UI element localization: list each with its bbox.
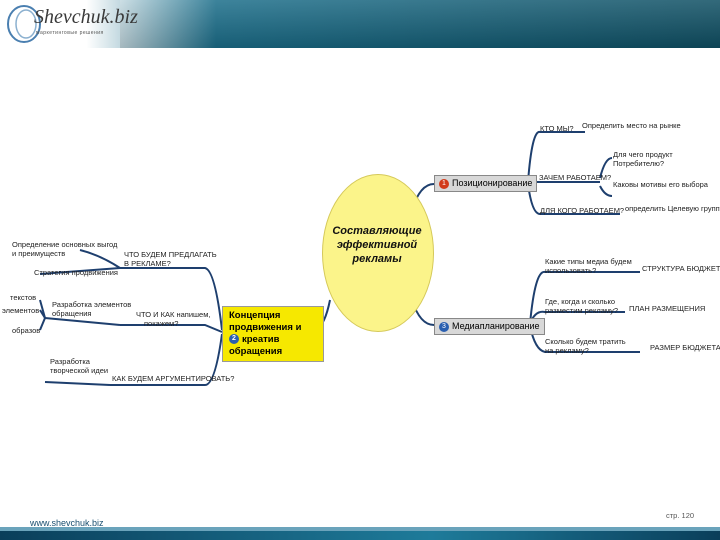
logo-subtext: маркетинговые решения xyxy=(36,30,104,36)
center-title-line: Составляющие xyxy=(332,225,422,237)
branch-line: и преимуществ xyxy=(12,249,66,258)
branch-strategy: Стратегия продвижения xyxy=(34,268,118,277)
branch-why: ЗАЧЕМ РАБОТАЕМ? xyxy=(539,173,612,182)
branch-creative: Разработка творческой идеи xyxy=(50,357,108,375)
center-title-line: рекламы xyxy=(352,253,402,265)
branch-frag-texts: текстов xyxy=(10,293,37,302)
logo-mark-icon xyxy=(7,5,41,43)
branch-what-offer: ЧТО БУДЕМ ПРЕДЛАГАТЬ В РЕКЛАМЕ? xyxy=(124,250,217,268)
branch-what-how: ЧТО И КАК напишем, покажем? xyxy=(136,310,210,328)
center-title: Составляющие эффективной рекламы xyxy=(318,224,436,266)
node-number-badge: 2 xyxy=(229,334,239,345)
branch-media-types: Какие типы медиа будем использовать? xyxy=(545,257,632,275)
branch-who-desc: Определить место на рынке xyxy=(582,121,681,130)
branch-why-desc: Для чего продукт Потребителю? xyxy=(613,150,673,168)
branch-line: обращения xyxy=(52,309,92,318)
branch-line: Разработка xyxy=(50,357,90,366)
branch-for-whom: ДЛЯ КОГО РАБОТАЕМ? xyxy=(540,206,625,215)
center-oval xyxy=(322,174,434,332)
node-number-badge: 1 xyxy=(439,178,449,189)
branch-line: В РЕКЛАМЕ? xyxy=(124,259,171,268)
branch-how-argue: КАК БУДЕМ АРГУМЕНТИРОВАТЬ? xyxy=(112,374,235,383)
branch-line: использовать? xyxy=(545,266,597,275)
footer-strip xyxy=(0,527,720,531)
branch-how-much: Сколько будем тратить на рекламу? xyxy=(545,337,626,355)
header-band xyxy=(0,0,720,48)
branch-budget-structure: СТРУКТУРА БЮДЖЕТА xyxy=(642,264,720,273)
branch-where-when: Где, когда и сколько разместим рекламу? xyxy=(545,297,618,315)
branch-line: Где, когда и сколько xyxy=(545,297,616,306)
branch-line: на рекламу? xyxy=(545,346,589,355)
page-number: стр. 120 xyxy=(666,511,695,520)
node-label: креатив обращения xyxy=(229,334,283,357)
branch-line: Потребителю? xyxy=(613,159,665,168)
footer-site[interactable]: www.shevchuk.biz xyxy=(30,518,104,528)
branch-line: Какие типы медиа будем xyxy=(545,257,632,266)
branch-why-motive: Каковы мотивы его выбора xyxy=(613,180,708,189)
branch-budget-size: РАЗМЕР БЮДЖЕТА xyxy=(650,343,720,352)
header-gloss xyxy=(120,0,720,48)
branch-placement-plan: ПЛАН РАЗМЕЩЕНИЯ xyxy=(629,304,706,313)
node-label-line: Концепция xyxy=(229,310,281,321)
branch-line: покажем? xyxy=(144,319,179,328)
center-title-line: эффективной xyxy=(336,239,418,251)
branch-line: ЧТО БУДЕМ ПРЕДЛАГАТЬ xyxy=(124,250,217,259)
branch-line: разместим рекламу? xyxy=(545,306,619,315)
branch-for-whom-desc: определить Целевую группу xyxy=(625,204,720,213)
node-label-line: продвижения и xyxy=(229,322,302,333)
branch-frag-images: образов xyxy=(12,326,41,335)
branch-line: Разработка элементов xyxy=(52,300,132,309)
node-label: Медиапланирование xyxy=(452,321,540,331)
branch-who: КТО МЫ? xyxy=(540,124,574,133)
logo-text: Shevchuk.biz xyxy=(34,6,138,28)
branch-benefits: Определение основных выгод и преимуществ xyxy=(12,240,117,258)
branch-frag-elements: элементов xyxy=(2,306,40,315)
branch-line: творческой идеи xyxy=(50,366,109,375)
node-number-badge: 3 xyxy=(439,321,449,332)
branch-elements: Разработка элементов обращения xyxy=(52,300,131,318)
branch-line: Определение основных выгод xyxy=(12,240,118,249)
branch-line: Сколько будем тратить xyxy=(545,337,626,346)
branch-line: ЧТО И КАК напишем, xyxy=(136,310,211,319)
logo xyxy=(4,2,116,46)
node-label: Позиционирование xyxy=(452,178,533,188)
footer-bar xyxy=(0,531,720,540)
branch-line: Для чего продукт xyxy=(613,150,673,159)
